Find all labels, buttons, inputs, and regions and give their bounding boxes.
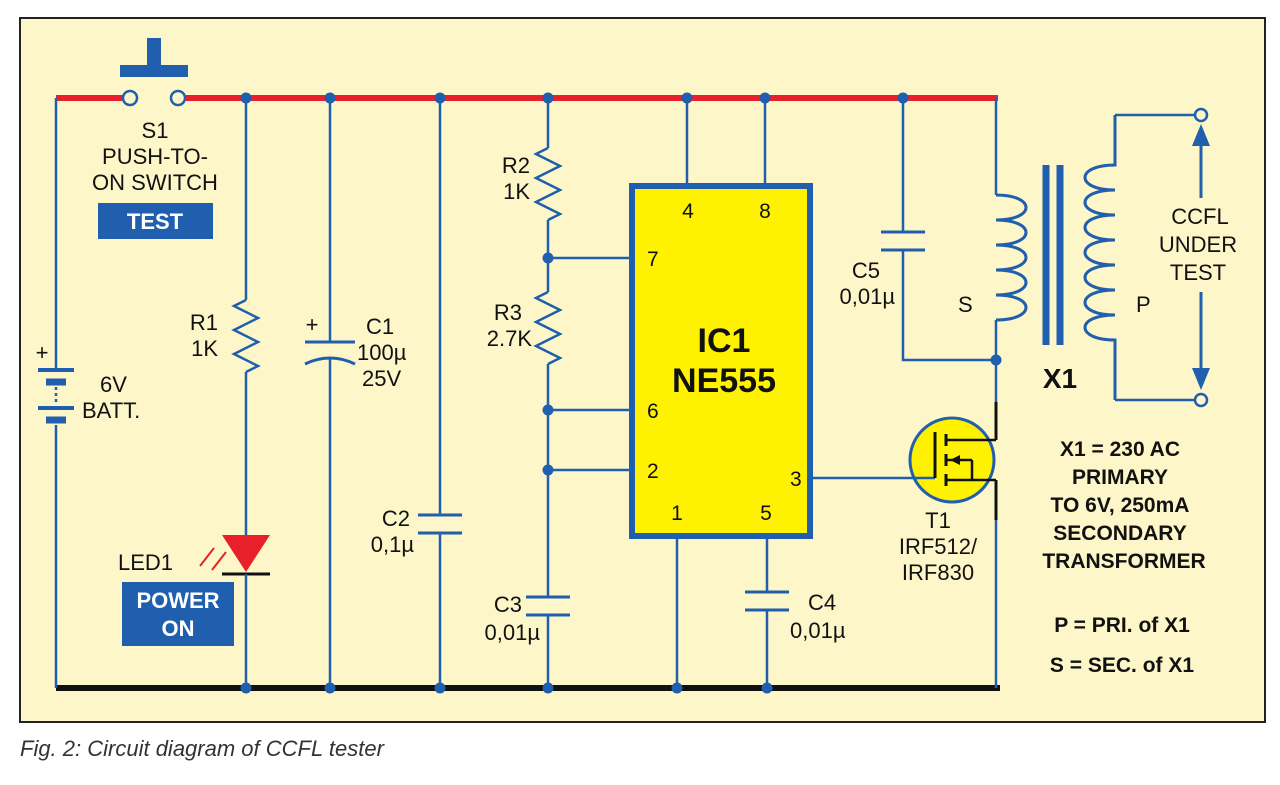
primary-coil	[1083, 115, 1117, 400]
t1-symbol	[810, 402, 998, 520]
secondary-coil	[995, 193, 1028, 322]
test-badge-label: TEST	[127, 209, 184, 234]
c3-value: 0,01µ	[485, 620, 541, 645]
push-switch-s1	[120, 38, 188, 107]
s1-line2: ON SWITCH	[92, 170, 218, 195]
power-badge-line2: ON	[162, 616, 195, 641]
battery-symbol	[38, 368, 74, 424]
note-line3: TO 6V, 250mA	[1051, 494, 1190, 517]
c5-value: 0,01µ	[840, 284, 896, 309]
r3-value: 2.7K	[487, 326, 533, 351]
r2-ref: R2	[502, 153, 530, 178]
note-s: S = SEC. of X1	[1050, 654, 1194, 677]
note-line5: TRANSFORMER	[1042, 550, 1205, 573]
c1-voltage: 25V	[362, 366, 401, 391]
test-badge	[98, 203, 213, 239]
c2-value: 0,1µ	[371, 532, 415, 557]
t1-ref: T1	[925, 508, 951, 533]
note-line4: SECONDARY	[1053, 522, 1186, 545]
r1-ref: R1	[190, 310, 218, 335]
ic1-part: NE555	[672, 362, 776, 400]
ic1-pin3: 3	[790, 468, 802, 491]
ccfl-line2: UNDER	[1159, 232, 1237, 257]
ic1-pin4: 4	[682, 200, 694, 223]
ccfl-line1: CCFL	[1171, 204, 1228, 229]
ccfl-arrows	[1192, 124, 1210, 390]
ic1-pin5: 5	[760, 502, 772, 525]
battery-value: 6V	[100, 372, 127, 397]
t1-part1: IRF512/	[899, 534, 978, 559]
c4-ref: C4	[808, 590, 836, 615]
led1-ref: LED1	[118, 550, 173, 575]
c3-ref: C3	[494, 592, 522, 617]
c5-ref: C5	[852, 258, 880, 283]
power-badge-line1: POWER	[136, 588, 219, 613]
ic1-pin8: 8	[759, 200, 771, 223]
r3-zigzag	[533, 290, 563, 366]
note-line2: PRIMARY	[1072, 466, 1168, 489]
r3-ref: R3	[494, 300, 522, 325]
note-p: P = PRI. of X1	[1054, 614, 1190, 637]
r1-value: 1K	[191, 336, 218, 361]
c2-ref: C2	[382, 506, 410, 531]
primary-label: P	[1136, 292, 1151, 317]
c1-plus: +	[306, 312, 319, 337]
s1-line1: PUSH-TO-	[102, 144, 208, 169]
ccfl-terminal-top	[1193, 107, 1209, 123]
junction-dots	[240, 92, 1002, 694]
ic1-pin1: 1	[671, 502, 683, 525]
ccfl-terminal-bottom	[1193, 392, 1209, 408]
r2-value: 1K	[503, 179, 530, 204]
ic1-pin7: 7	[647, 248, 659, 271]
r2-zigzag	[533, 146, 563, 222]
ic1-pin2: 2	[647, 460, 659, 483]
ic1-pin6: 6	[647, 400, 659, 423]
r1-zigzag	[231, 298, 261, 374]
battery-name: BATT.	[82, 398, 140, 423]
c1-ref: C1	[366, 314, 394, 339]
secondary-label: S	[958, 292, 973, 317]
c1-value: 100µ	[357, 340, 407, 365]
ic1-ref: IC1	[698, 322, 751, 360]
t1-part2: IRF830	[902, 560, 974, 585]
x1-ref: X1	[1043, 363, 1077, 394]
ic1-body	[629, 183, 813, 539]
battery-plus: +	[36, 340, 49, 365]
ccfl-line3: TEST	[1170, 260, 1226, 285]
note-line1: X1 = 230 AC	[1060, 438, 1180, 461]
c5-wire-bottom	[901, 250, 996, 362]
power-on-badge	[122, 582, 234, 646]
figure-caption: Fig. 2: Circuit diagram of CCFL tester	[20, 736, 386, 761]
c4-value: 0,01µ	[790, 618, 846, 643]
s1-ref: S1	[142, 118, 169, 143]
